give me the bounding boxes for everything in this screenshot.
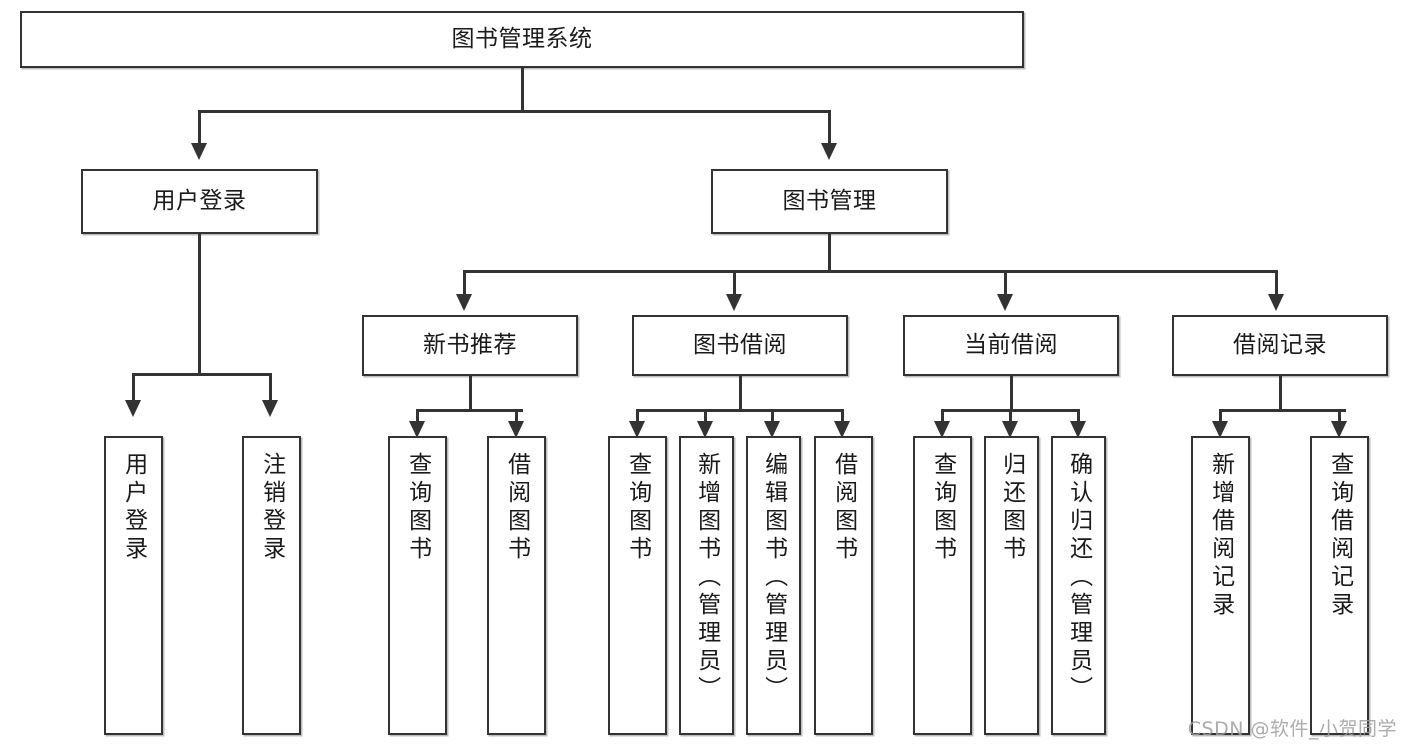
leaf-query-book-borrow[interactable]: 查询图书	[608, 436, 667, 735]
connector-login-stem	[198, 234, 201, 375]
connector-borrow-bus	[636, 409, 843, 412]
node-new-book-recommend[interactable]: 新书推荐	[362, 315, 578, 376]
node-label: 新增图书（管理员）	[693, 452, 720, 704]
leaf-confirm-return-admin[interactable]: 确认归还（管理员）	[1051, 436, 1106, 735]
arrowhead-current-3	[1070, 421, 1086, 438]
connector-level2-bus	[198, 110, 830, 113]
arrowhead-level3-4	[1268, 294, 1284, 311]
arrowhead-record-2	[1331, 421, 1347, 438]
leaf-query-book-recommend[interactable]: 查询图书	[388, 436, 447, 735]
connector-recommend-stem	[469, 376, 472, 411]
node-label: 新书推荐	[423, 332, 517, 359]
node-book-borrow[interactable]: 图书借阅	[632, 315, 848, 376]
node-label: 注销登录	[258, 452, 285, 564]
node-label: 确认归还（管理员）	[1065, 452, 1092, 704]
arrowhead-level3-2	[726, 294, 742, 311]
connector-bookmgmt-stem	[828, 234, 831, 272]
node-label: 归还图书	[998, 452, 1025, 564]
connector-current-stem	[1010, 376, 1013, 411]
arrowhead-level3-1	[456, 294, 472, 311]
connector-level3-drop-3	[1004, 270, 1007, 296]
connector-recommend-drop-1	[416, 409, 419, 427]
connector-login-bus	[132, 373, 271, 376]
leaf-query-borrow-record[interactable]: 查询借阅记录	[1310, 436, 1369, 735]
node-book-management[interactable]: 图书管理	[711, 169, 948, 234]
arrowhead-borrow-1	[629, 421, 645, 438]
arrowhead-login-2	[262, 400, 278, 417]
connector-record-bus	[1219, 409, 1346, 412]
node-label: 图书借阅	[693, 332, 787, 359]
connector-borrow-stem	[739, 376, 742, 411]
node-label: 查询图书	[404, 452, 431, 564]
arrowhead-borrow-3	[764, 421, 780, 438]
connector-level2-drop-1	[198, 110, 201, 145]
connector-borrow-drop-4	[841, 409, 844, 427]
leaf-add-book-admin[interactable]: 新增图书（管理员）	[679, 436, 734, 735]
connector-record-drop-2	[1338, 409, 1341, 427]
arrowhead-level3-3	[997, 294, 1013, 311]
node-label: 查询图书	[624, 452, 651, 564]
leaf-add-borrow-record[interactable]: 新增借阅记录	[1191, 436, 1250, 735]
arrowhead-record-1	[1212, 421, 1228, 438]
node-label: 借阅图书	[503, 452, 530, 564]
leaf-borrow-book-recommend[interactable]: 借阅图书	[487, 436, 546, 735]
node-label: 用户登录	[120, 452, 147, 564]
connector-level2-drop-2	[828, 110, 831, 145]
leaf-edit-book-admin[interactable]: 编辑图书（管理员）	[746, 436, 801, 735]
connector-borrow-drop-2	[704, 409, 707, 427]
connector-current-drop-2	[1009, 409, 1012, 427]
connector-root-stem	[521, 68, 524, 112]
node-label: 借阅记录	[1233, 332, 1327, 359]
connector-level3-drop-4	[1275, 270, 1278, 296]
connector-level3-bus	[463, 270, 1277, 273]
node-label: 当前借阅	[964, 332, 1058, 359]
connector-recommend-bus	[416, 409, 523, 412]
node-borrow-record[interactable]: 借阅记录	[1172, 315, 1388, 376]
node-label: 图书管理	[782, 188, 877, 215]
node-label: 编辑图书（管理员）	[760, 452, 787, 704]
arrowhead-borrow-4	[834, 421, 850, 438]
arrowhead-current-2	[1002, 421, 1018, 438]
node-label: 查询借阅记录	[1326, 452, 1353, 620]
connector-record-stem	[1279, 376, 1282, 411]
leaf-return-book[interactable]: 归还图书	[984, 436, 1039, 735]
connector-recommend-drop-2	[515, 409, 518, 427]
node-label: 借阅图书	[830, 452, 857, 564]
connector-borrow-drop-1	[636, 409, 639, 427]
arrowhead-level2-2	[821, 143, 837, 160]
arrowhead-current-1	[934, 421, 950, 438]
arrowhead-level2-1	[191, 143, 207, 160]
arrowhead-login-1	[125, 400, 141, 417]
connector-borrow-drop-3	[771, 409, 774, 427]
leaf-query-book-current[interactable]: 查询图书	[913, 436, 972, 735]
connector-current-drop-3	[1077, 409, 1080, 427]
arrowhead-recommend-2	[508, 421, 524, 438]
node-label: 图书管理系统	[451, 26, 593, 53]
leaf-user-login[interactable]: 用户登录	[104, 436, 163, 735]
connector-login-drop-1	[132, 373, 135, 402]
arrowhead-recommend-1	[409, 421, 425, 438]
csdn-watermark: CSDN @软件_小贺同学	[1187, 718, 1397, 740]
leaf-borrow-book[interactable]: 借阅图书	[814, 436, 873, 735]
node-label: 用户登录	[152, 188, 247, 215]
connector-level3-drop-1	[463, 270, 466, 296]
connector-level3-drop-2	[733, 270, 736, 296]
connector-login-drop-2	[269, 373, 272, 402]
node-user-login[interactable]: 用户登录	[81, 169, 318, 234]
connector-record-drop-1	[1219, 409, 1222, 427]
node-label: 新增借阅记录	[1207, 452, 1234, 620]
arrowhead-borrow-2	[697, 421, 713, 438]
node-current-borrow[interactable]: 当前借阅	[903, 315, 1119, 376]
node-label: 查询图书	[929, 452, 956, 564]
leaf-logout[interactable]: 注销登录	[242, 436, 301, 735]
connector-current-drop-1	[941, 409, 944, 427]
node-root-system[interactable]: 图书管理系统	[20, 11, 1024, 68]
